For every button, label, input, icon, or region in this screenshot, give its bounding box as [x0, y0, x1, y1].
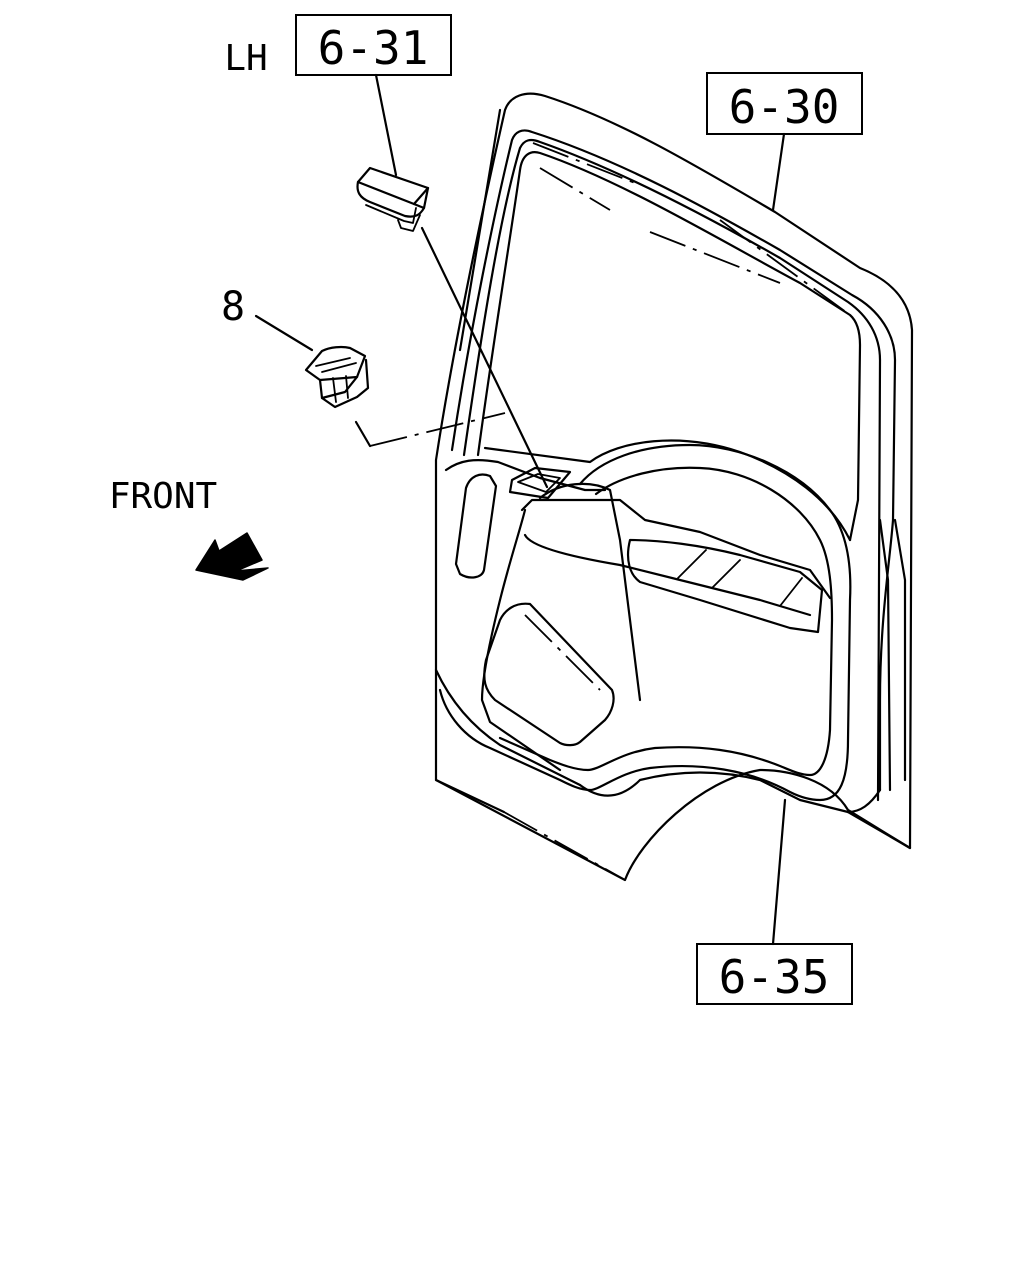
front-arrow-icon: [195, 532, 269, 581]
callout-6-31[interactable]: 6-31: [295, 14, 452, 76]
leader-lines: [254, 73, 787, 946]
ref-6-30-label: 6-30: [729, 80, 840, 134]
ref-6-31-label: 6-31: [318, 21, 429, 75]
callout-6-30[interactable]: 6-30: [706, 72, 863, 135]
clip-8[interactable]: [304, 345, 370, 409]
part-8-label[interactable]: 8: [221, 284, 245, 330]
door-6-30: [434, 92, 914, 882]
front-label: FRONT: [109, 476, 217, 517]
callout-6-35[interactable]: 6-35: [696, 943, 853, 1005]
side-label: LH: [224, 38, 267, 79]
ref-6-35-label: 6-35: [719, 950, 830, 1004]
switch-6-31[interactable]: [356, 166, 430, 232]
